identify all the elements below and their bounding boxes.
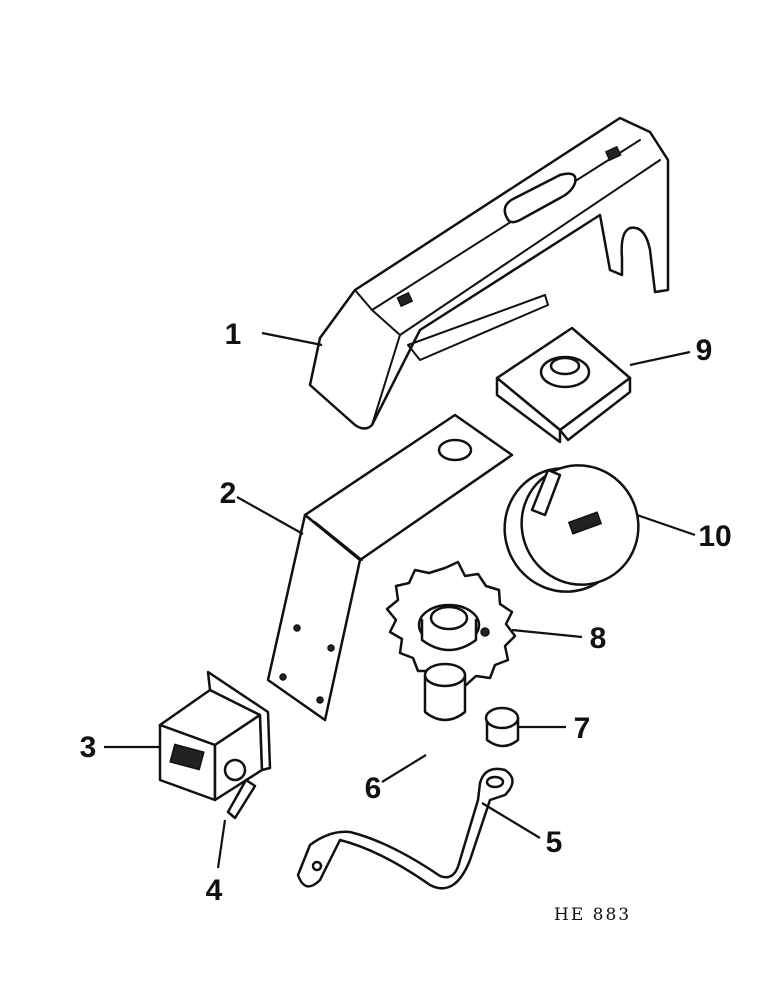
part-2-l-bracket [266,413,514,722]
callout-2: 2 [220,477,237,510]
part-10-cam-disc [503,464,640,593]
part-9-clip-nut [495,326,632,444]
leader-8 [511,628,583,639]
callout-5: 5 [546,826,563,859]
leader-5 [481,802,541,839]
callout-9: 9 [696,334,713,367]
callout-7: 7 [574,712,591,745]
part-6-bushing [423,662,467,722]
part-3-counter [158,670,272,820]
leader-4 [216,819,227,869]
leader-9 [629,350,691,367]
callout-6: 6 [365,772,382,805]
part-5-strap [296,767,514,890]
callout-1: 1 [225,318,242,351]
callout-8: 8 [590,622,607,655]
leader-2 [236,496,304,535]
leader-10 [636,513,696,537]
leader-6 [381,754,427,783]
callout-4: 4 [206,874,223,907]
part-1-bracket [308,116,670,430]
callout-10: 10 [698,520,731,553]
part-7-nut [484,706,520,748]
part-8-sprocket [385,560,517,688]
leader-1 [261,331,323,347]
callout-3: 3 [80,731,97,764]
callouts: 1 2 3 4 5 6 7 8 9 10 [80,318,732,907]
reference-code: HE 883 [554,905,631,925]
leader-lines [104,331,696,869]
